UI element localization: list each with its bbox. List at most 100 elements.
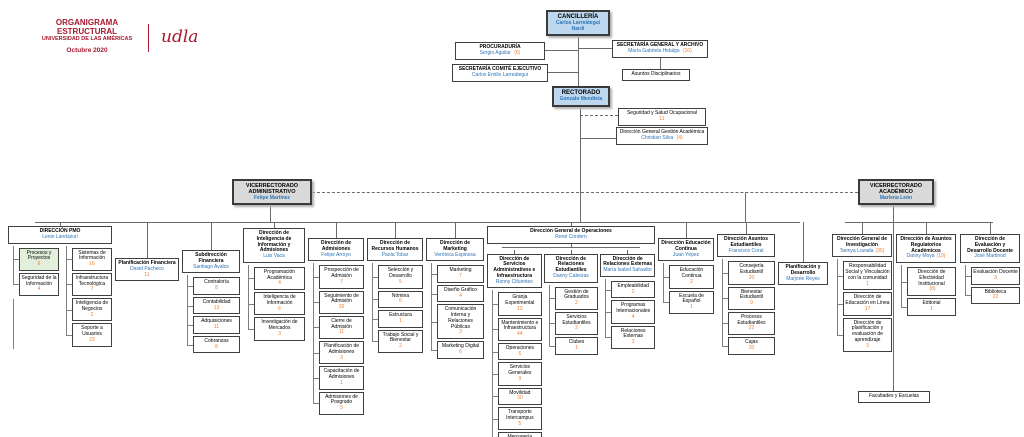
connector-line (578, 34, 579, 86)
secretaria-comite-box: SECRETARÍA COMITÉ EJECUTIVO Carlos Emili… (452, 64, 548, 82)
facultades-escuelas-box: Facultades y Escuelas (858, 391, 930, 403)
connector-line (35, 222, 800, 223)
gestion-academica-label: Dirección General Gestión Académica (619, 129, 705, 135)
seguridad-salud-label: Seguridad y Salud Ocupacional (626, 110, 698, 116)
vicerrectorado-administrativo-label: VICERRECTORADO ADMINISTRATIVO (245, 183, 299, 196)
connector-line (580, 108, 581, 192)
connector-line (312, 192, 858, 193)
secretaria-general-person: María Gabriela Hidalgo (628, 47, 680, 54)
connector-line (545, 50, 578, 51)
document-title: ORGANIGRAMA ESTRUCTURAL UNIVERSIDAD DE L… (28, 18, 146, 54)
title-line2: UNIVERSIDAD DE LAS AMÉRICAS (41, 36, 133, 42)
cancilleria-person: Carlos Larreátegui Nardi (555, 19, 601, 32)
vicerrectorado-academico-person: Marlena León (879, 194, 913, 201)
connector-line (513, 249, 515, 254)
org-box-mensajeria: Mensajería4 (498, 432, 542, 437)
connector-line (745, 192, 746, 222)
connector-line (861, 222, 863, 234)
udla-logo: udla (148, 24, 198, 52)
asuntos-disciplinarios-label: Asuntos Disciplinarios (631, 71, 681, 77)
secretaria-general-box: SECRETARÍA GENERAL Y ARCHIVO María Gabri… (612, 40, 708, 58)
connector-line (989, 222, 991, 234)
title-date: Octubre 2020 (66, 47, 108, 54)
seguridad-salud-box: Seguridad y Salud Ocupacional 11 (618, 108, 706, 126)
procuraduria-box: PROCURADURÍA Sergio Aguilar (6) (455, 42, 545, 60)
connector-line (210, 222, 212, 250)
procuraduria-person: Sergio Aguilar (479, 49, 511, 56)
connector-line (394, 222, 396, 238)
connector-line (580, 138, 616, 139)
seguridad-salud-count: 11 (659, 115, 665, 122)
gestion-academica-box: Dirección General Gestión Académica Chri… (616, 127, 708, 145)
gestion-academica-person: Christian Silva (641, 134, 674, 141)
connector-line (627, 249, 629, 254)
rectorado-label: RECTORADO (561, 90, 601, 96)
vicerrectorado-administrativo-person: Felipe Martínez (253, 194, 291, 201)
vicerrectorado-academico-label: VICERRECTORADO ACADÉMICO (869, 183, 923, 196)
connector-line (570, 243, 572, 247)
connector-line (745, 222, 747, 234)
connector-line (273, 222, 275, 228)
connector-line (580, 115, 618, 116)
connector-line (845, 222, 993, 223)
connector-line (925, 222, 927, 234)
org-box-direccion-de-evaluacion-y-desarrollo-docente: Dirección de Evaluación y Desarrollo Doc… (960, 234, 1020, 263)
connector-line (578, 48, 612, 49)
connector-line (146, 222, 148, 258)
connector-line (454, 222, 456, 238)
cancilleria-box: CANCILLERÍA Carlos Larreátegui Nardi (546, 10, 610, 37)
secretaria-general-count: (10) (682, 47, 692, 54)
secretaria-general-label: SECRETARÍA GENERAL Y ARCHIVO (616, 42, 704, 48)
org-box-direccion-de-inteligencia-de-informacion-y-admisiones: Dirección de Inteligencia de Información… (243, 228, 305, 263)
secretaria-comite-label: SECRETARÍA COMITÉ EJECUTIVO (458, 66, 542, 72)
connector-line (660, 58, 661, 69)
vicerrectorado-administrativo-box: VICERRECTORADO ADMINISTRATIVO Felipe Mar… (232, 179, 312, 206)
connector-line (580, 192, 581, 222)
connector-line (335, 222, 337, 238)
connector-line (802, 222, 804, 262)
org-box-direccion-de-asuntos-regulatorios-academicos: Dirección de Asuntos Regulatorios Académ… (896, 234, 956, 263)
